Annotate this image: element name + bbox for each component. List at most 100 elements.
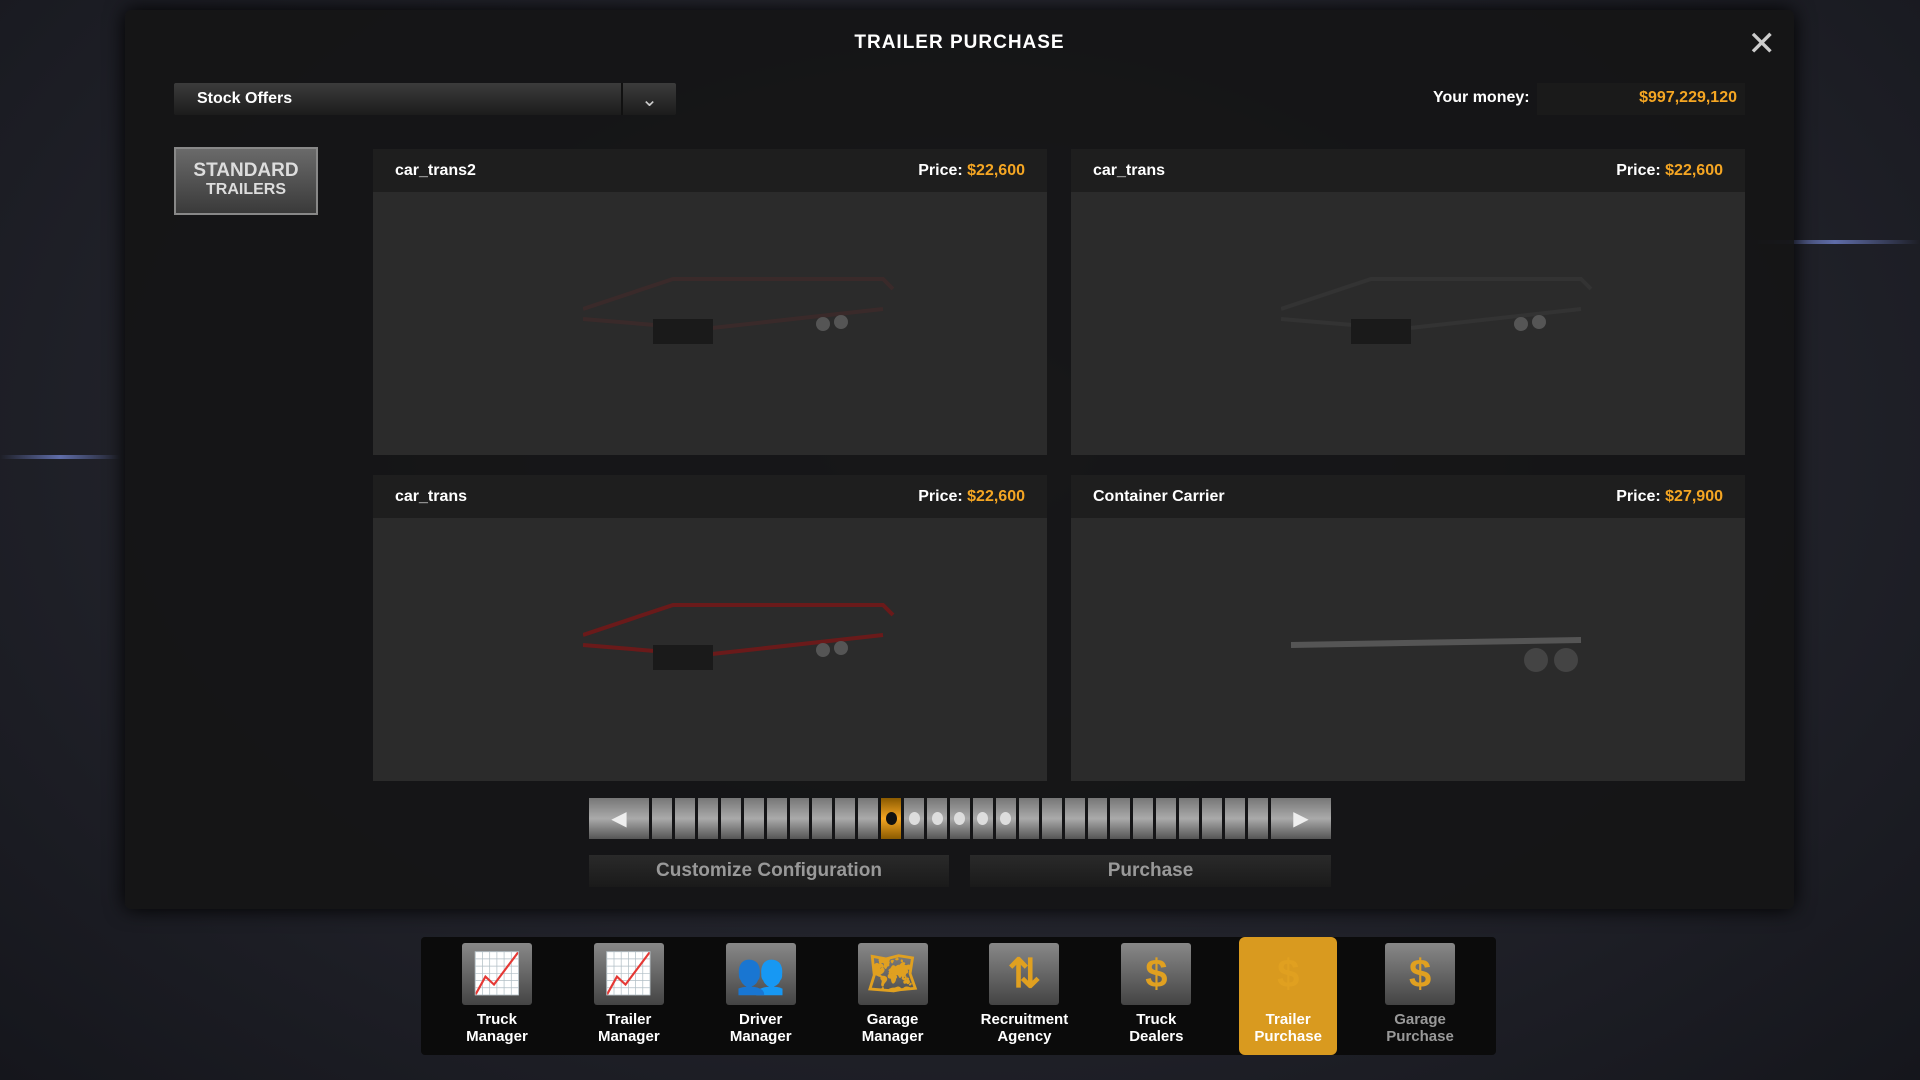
price-value: $22,600 <box>1665 161 1723 179</box>
pager-segment[interactable] <box>1041 798 1062 839</box>
badge-line1: STANDARD <box>193 160 299 181</box>
truck-dealers-icon: $ <box>1121 943 1192 1005</box>
background-streak <box>0 455 120 459</box>
pager-segment[interactable] <box>1018 798 1039 839</box>
pager-segment[interactable] <box>858 798 879 839</box>
trailer-image <box>583 277 895 344</box>
pager-segment[interactable] <box>1156 798 1177 839</box>
pager-segment[interactable] <box>1110 798 1131 839</box>
trailer-image <box>583 603 895 670</box>
pager-segment[interactable] <box>1225 798 1245 839</box>
offer-pager: ◀▶ <box>589 798 1331 839</box>
nav-label-line2: Agency <box>997 1028 1052 1045</box>
pager-segment[interactable] <box>766 798 787 839</box>
pager-segment[interactable] <box>652 798 672 839</box>
pager-prev-arrow-icon[interactable]: ◀ <box>589 798 649 839</box>
nav-label-line2: Manager <box>597 1028 660 1045</box>
pager-segment[interactable] <box>720 798 741 839</box>
page-dot <box>931 812 943 825</box>
nav-label-line2: Manager <box>729 1028 792 1045</box>
price-label: Price: <box>1616 487 1661 505</box>
pager-segment[interactable] <box>835 798 856 839</box>
pager-segment[interactable] <box>1087 798 1108 839</box>
nav-label-line1: Truck Dealers <box>1129 1011 1184 1045</box>
offer-name: car_trans2 <box>395 161 476 179</box>
trailer-offer-card[interactable]: car_trans2 Price: $22,600 <box>373 149 1047 455</box>
pager-segment[interactable] <box>1202 798 1223 839</box>
page-dot <box>885 812 897 825</box>
nav-label-line2: Manager <box>861 1028 924 1045</box>
page-dot <box>908 812 920 825</box>
pager-segment[interactable] <box>904 798 925 839</box>
page-dot <box>954 812 966 825</box>
nav-label-line1: Truck <box>476 1011 517 1028</box>
pager-segment[interactable] <box>1064 798 1085 839</box>
trailer-image <box>1290 637 1582 672</box>
pager-segment[interactable] <box>927 798 947 839</box>
pager-segment[interactable] <box>1247 798 1268 839</box>
offer-name: Container Carrier <box>1093 487 1225 505</box>
price-value: $22,600 <box>967 487 1025 505</box>
pager-segment[interactable] <box>949 798 970 839</box>
offer-price: Price: $22,600 <box>918 488 1025 506</box>
badge-line2: TRAILERS <box>206 181 286 198</box>
offer-header: car_trans Price: $22,600 <box>373 475 1047 518</box>
close-icon[interactable]: ✕ <box>1747 25 1777 63</box>
trailer-image <box>1281 277 1593 344</box>
customize-configuration-button[interactable]: Customize Configuration <box>589 855 949 887</box>
recruitment-icon: ⇅ <box>989 943 1060 1005</box>
pager-segment[interactable] <box>789 798 810 839</box>
nav-item-truck-dealers[interactable]: $ Truck Dealers <box>1107 937 1205 1055</box>
nav-label-line1: Garage <box>866 1011 919 1028</box>
pager-segment[interactable] <box>995 798 1016 839</box>
trailer-purchase-window: TRAILER PURCHASE ✕ Stock Offers ⌄ Your m… <box>125 10 1794 909</box>
trailer-manager-icon: 📈 <box>593 943 664 1005</box>
pager-segment[interactable] <box>1179 798 1200 839</box>
offer-price: Price: $22,600 <box>1616 162 1723 180</box>
nav-label-line1: Garage <box>1394 1011 1446 1028</box>
pager-segment[interactable] <box>697 798 718 839</box>
nav-label-line1: Trailer <box>606 1011 652 1028</box>
price-value: $22,600 <box>967 161 1025 179</box>
offer-name: car_trans <box>395 487 468 505</box>
pager-segment[interactable] <box>881 798 902 839</box>
nav-label-line2: Purchase <box>1254 1028 1322 1045</box>
pager-segment[interactable] <box>674 798 695 839</box>
trailer-offer-card[interactable]: car_trans Price: $22,600 <box>373 475 1047 781</box>
pager-next-arrow-icon[interactable]: ▶ <box>1270 798 1331 839</box>
background-streak <box>1750 240 1920 244</box>
nav-label-line1: Recruitment <box>980 1011 1069 1028</box>
truck-manager-icon: 📈 <box>461 943 532 1005</box>
offer-header: Container Carrier Price: $27,900 <box>1071 475 1745 518</box>
offer-name: car_trans <box>1093 161 1166 179</box>
offers-dropdown[interactable]: Stock Offers ⌄ <box>174 83 676 115</box>
price-label: Price: <box>918 161 963 179</box>
nav-label-line1: Driver <box>739 1011 783 1028</box>
window-title: TRAILER PURCHASE <box>854 32 1065 53</box>
trailer-offer-card[interactable]: Container Carrier Price: $27,900 <box>1071 475 1745 781</box>
trailer-offer-card[interactable]: car_trans Price: $22,600 <box>1071 149 1745 455</box>
pager-segment[interactable] <box>972 798 993 839</box>
offer-price: Price: $22,600 <box>918 162 1025 180</box>
pager-segment[interactable] <box>743 798 764 839</box>
page-dot <box>977 812 989 825</box>
offer-price: Price: $27,900 <box>1616 488 1723 506</box>
nav-label-line1: Trailer <box>1265 1011 1311 1028</box>
purchase-button[interactable]: Purchase <box>970 855 1331 887</box>
dropdown-selected: Stock Offers <box>197 90 293 107</box>
pager-segment[interactable] <box>1133 798 1154 839</box>
pager-segment[interactable] <box>812 798 833 839</box>
chevron-down-icon[interactable]: ⌄ <box>621 83 676 115</box>
money-value: $997,229,120 <box>1537 83 1745 115</box>
page-dot <box>1000 812 1012 825</box>
driver-manager-icon: 👥 <box>725 943 796 1005</box>
